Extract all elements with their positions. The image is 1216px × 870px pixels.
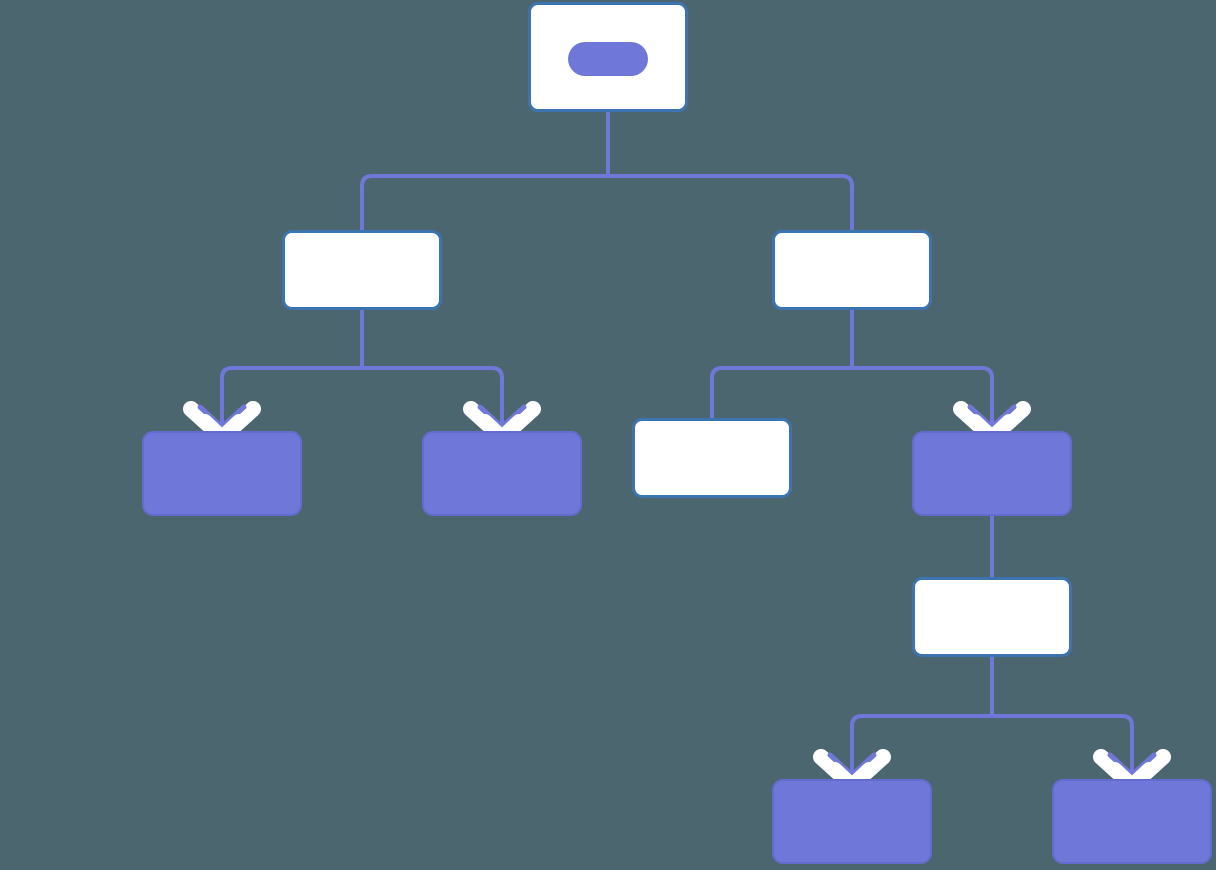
node-n-l2-right[interactable] <box>772 230 932 310</box>
chevron-inner <box>197 404 247 430</box>
node-root[interactable] <box>528 2 688 112</box>
node-stub-lines <box>359 52 995 651</box>
connector-edge <box>360 110 610 232</box>
node-n-l3-c[interactable] <box>632 418 792 498</box>
node-n-l3-b[interactable] <box>422 431 582 516</box>
chevron-inner <box>967 404 1017 430</box>
node-n-l3-a[interactable] <box>142 431 302 516</box>
node-n-l5-b[interactable] <box>1052 779 1212 864</box>
connector-edge <box>360 308 504 442</box>
connector-edge <box>850 655 994 790</box>
chevron-inner <box>477 404 527 430</box>
chevron-inner <box>1107 752 1157 778</box>
node-n-l2-left[interactable] <box>282 230 442 310</box>
chevron-inner <box>827 752 877 778</box>
node-n-l3-d[interactable] <box>912 431 1072 516</box>
connector-edge <box>606 110 854 232</box>
connector-edge <box>220 308 364 442</box>
connector-edge <box>990 655 1134 790</box>
node-n-l5-a[interactable] <box>772 779 932 864</box>
connector-edge <box>710 308 854 420</box>
connector-edge <box>850 308 994 442</box>
node-badge-pill <box>568 42 648 76</box>
node-n-l4[interactable] <box>912 577 1072 657</box>
